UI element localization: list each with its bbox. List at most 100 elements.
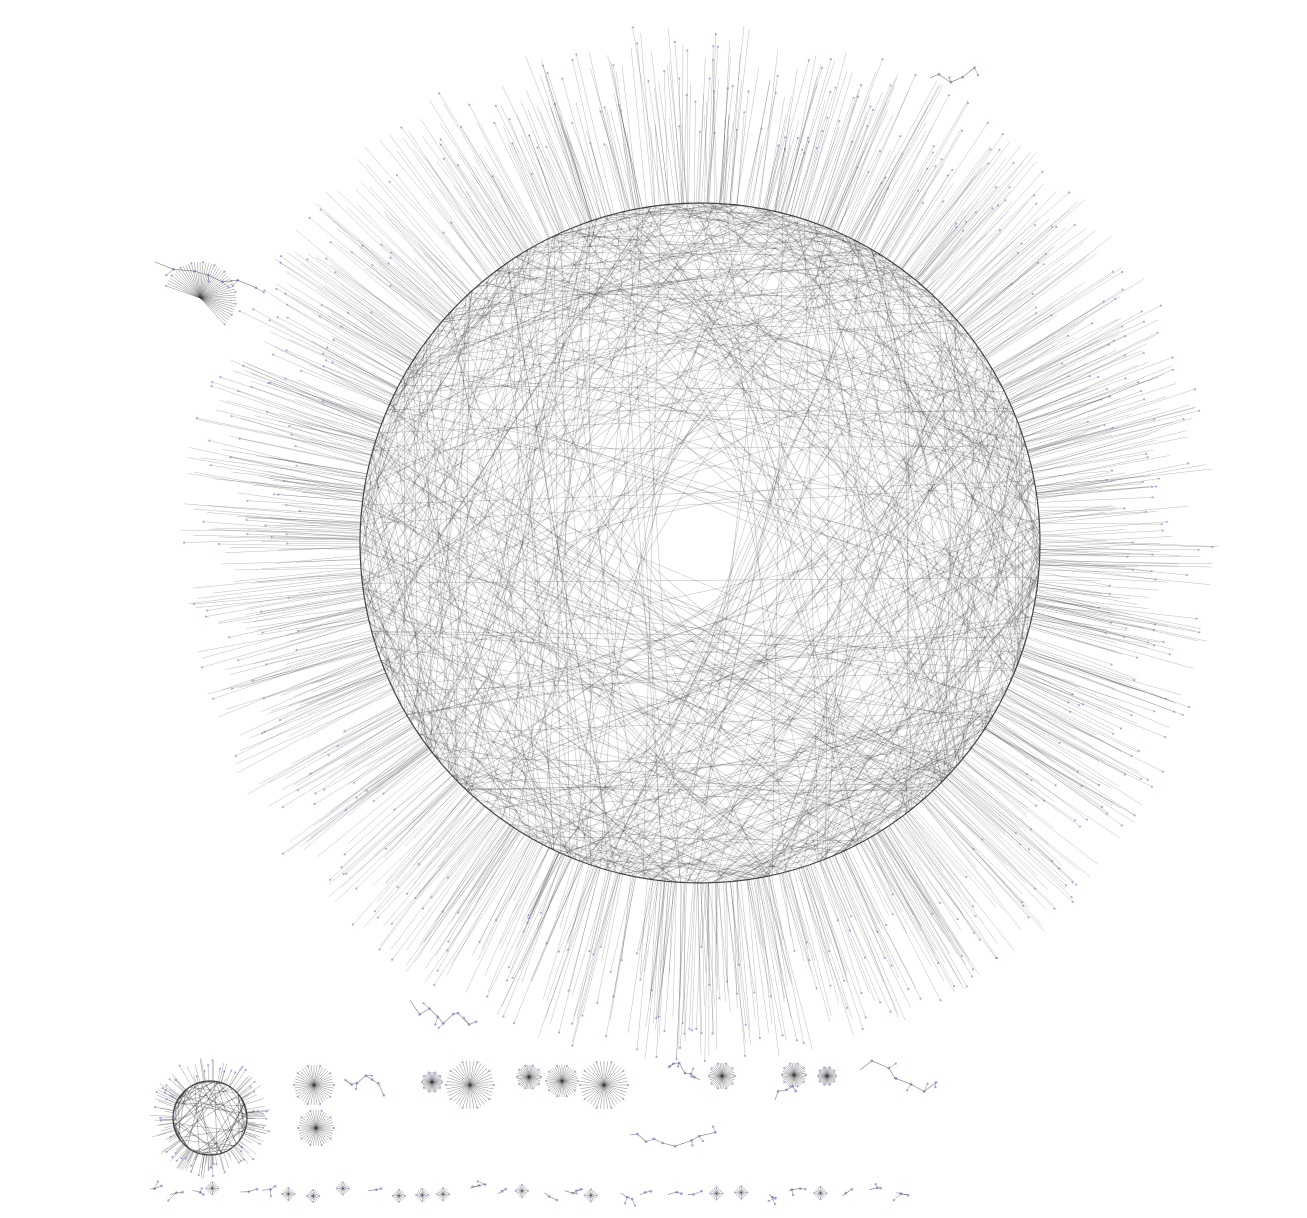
fan-edge [817,1193,821,1199]
spoke-edge [152,1129,175,1138]
fan-edge [715,1075,723,1088]
node [217,542,220,546]
fan-edge [721,1068,733,1077]
chord-edge [371,453,429,748]
chord-edge [361,262,508,506]
fan-edge [721,1075,734,1083]
spoke-edge [1003,694,1093,747]
spoke-edge [950,226,1053,314]
chord-edge [406,623,1031,716]
spoke-edge [244,517,361,523]
chord-edge [201,1081,225,1084]
node [565,1095,569,1098]
spoke-edge [589,869,607,952]
spoke-edge [246,1123,266,1127]
spoke-edge [246,1112,262,1115]
chord-edge [686,380,999,883]
spoke-edge [987,723,1078,772]
fan-edge [517,1073,530,1078]
node [269,1195,273,1198]
spoke-edge [406,782,459,832]
node [1086,420,1089,423]
spoke-edge [1017,665,1155,712]
node [390,251,393,254]
node [889,1010,892,1013]
spoke-edge [1030,623,1155,646]
spoke-edge [288,682,391,737]
chord-edge [359,555,433,754]
node [892,1199,895,1202]
fan-edge [561,1067,572,1082]
spoke-edge [980,735,1056,786]
spoke-edge [269,620,370,653]
node [1042,263,1045,266]
spoke-edge [343,727,415,772]
chord-edge [1016,461,1031,666]
node [462,1016,466,1019]
chord-edge [708,808,913,884]
chord-edge [172,1084,194,1122]
tree-fragments [344,66,980,1148]
spoke-edge [187,473,363,502]
spoke-edge [823,859,891,1012]
node [527,914,530,917]
chord-edge [895,441,1025,821]
fan-edge [282,1193,289,1197]
spoke-edge [992,278,1144,370]
chord-edge [425,203,690,744]
fan-edge [307,1193,314,1197]
spoke-edge [431,813,495,898]
node [905,1089,909,1092]
spoke-edge [900,163,989,269]
chord-edge [372,336,430,450]
node [852,96,855,99]
node [319,1102,322,1106]
chord-edge [175,1103,177,1134]
node [848,929,851,932]
chord-edge [696,202,898,267]
chord-edge [596,779,945,868]
fan-edge [714,1075,723,1087]
chord-edge [833,681,1011,856]
node [716,1087,720,1090]
spoke-edge [1017,663,1132,716]
fan-edge [177,269,201,299]
node [1139,777,1142,780]
chord-edge [686,203,818,863]
spoke-edge [313,415,379,434]
spoke-edge [763,876,783,945]
fan-edge [304,1067,315,1086]
node [352,781,355,784]
spoke-edge [450,826,514,923]
fan-edge [585,1195,591,1198]
spoke-edge [892,175,949,264]
spoke-edge [235,692,395,765]
node [164,1088,167,1091]
spoke-edge [447,814,496,879]
spoke-edge [288,669,385,706]
spoke-edge [1017,663,1080,688]
node [733,1074,737,1078]
spoke-edge [976,253,1097,345]
spoke-edge [757,75,778,209]
chord-edge [359,362,413,553]
chord-edge [606,204,736,217]
node [753,991,756,994]
chord-edge [571,227,630,876]
chord-edge [597,218,1021,657]
node [1100,805,1104,809]
spoke-edge [1019,365,1173,428]
tree-edge [166,269,174,276]
node [1082,703,1085,706]
spoke-edge [695,131,701,204]
fan-edge [199,297,231,318]
chord-edge [700,443,1026,884]
node [718,997,721,1000]
chord-edge [419,469,1033,736]
spoke-edge [1037,585,1138,605]
fan-edge [469,1084,493,1093]
fan-edge [315,1127,334,1134]
spoke-edge [843,851,900,978]
spoke-edge [211,1154,214,1177]
spoke-edge [988,721,1112,789]
